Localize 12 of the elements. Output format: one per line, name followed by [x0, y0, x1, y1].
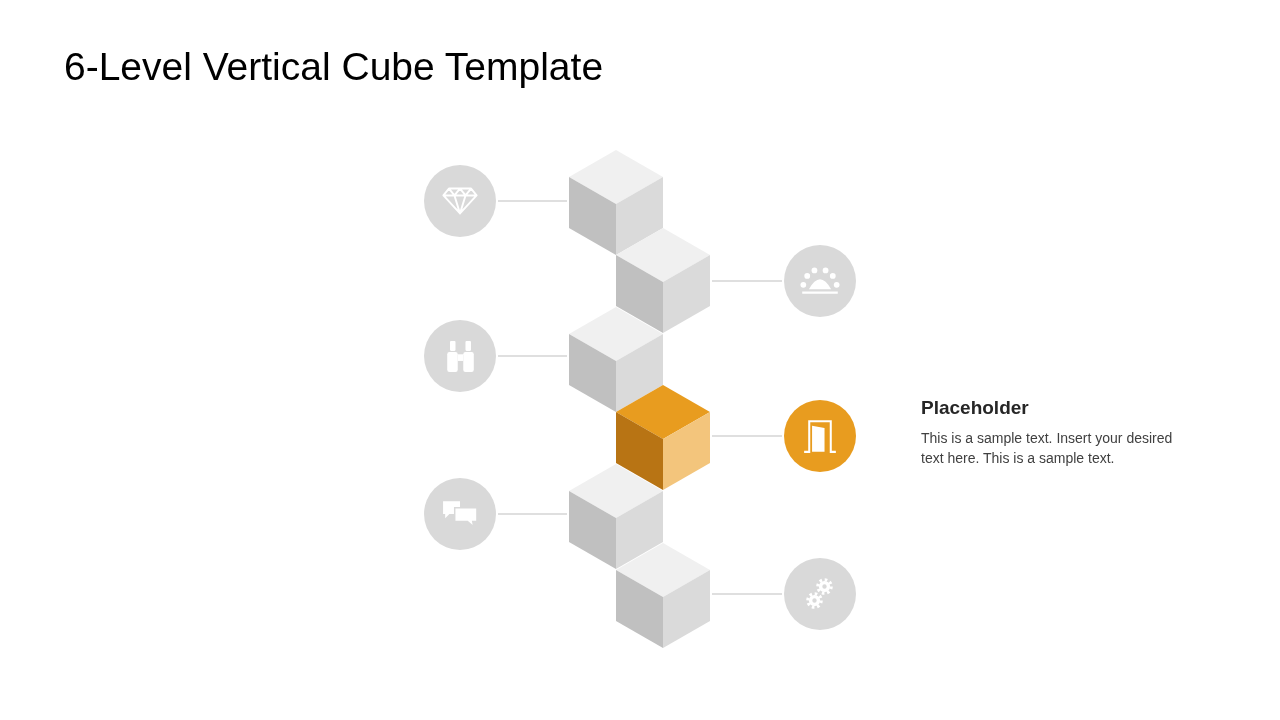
heading: Placeholder [921, 396, 1029, 420]
connector-line [711, 280, 783, 282]
cube [569, 150, 663, 255]
title: 6-Level Vertical Cube Template [64, 44, 604, 90]
cube [616, 385, 710, 490]
connector-line [711, 435, 783, 437]
cube [616, 543, 710, 648]
cube [616, 228, 710, 333]
body-text: This is a sample text. Insert your desired text here. This is a sample text. [921, 429, 1174, 468]
cube [569, 307, 663, 412]
cube [569, 464, 663, 569]
connector-line [711, 593, 783, 595]
